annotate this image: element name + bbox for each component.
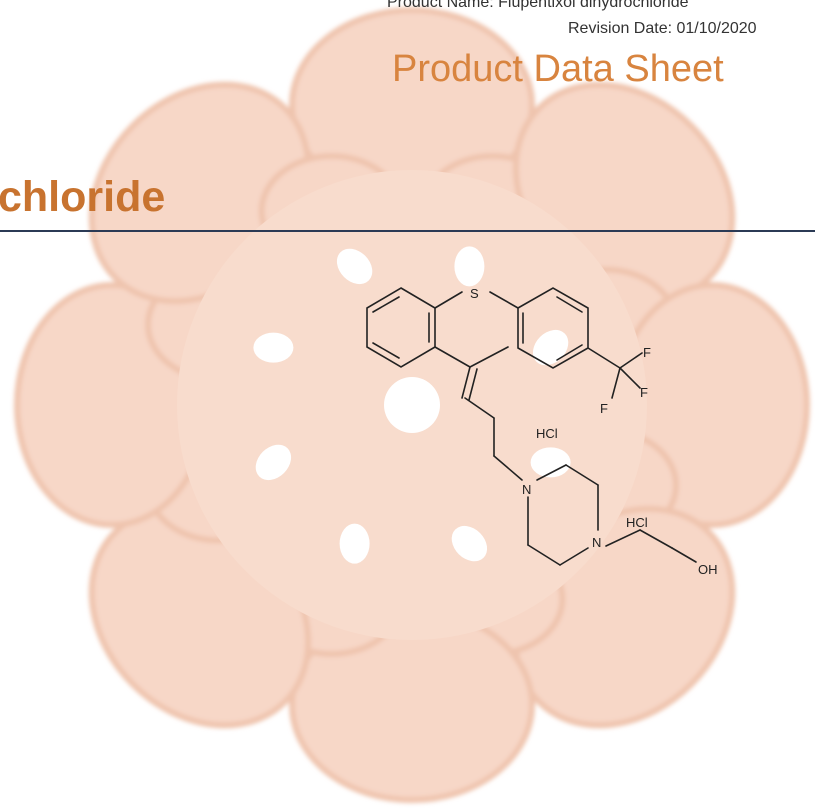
nitrogen-atom-2: N [592,535,601,550]
benzene-ring-right [517,287,589,369]
compound-title: chloride [0,173,166,221]
fluorine-atom-2: F [640,385,648,400]
hcl-salt-1: HCl [536,426,558,441]
product-name-line: Product Name: Flupentixol dihydrochlorid… [387,0,689,11]
revision-date: Revision Date: 01/10/2020 [568,20,757,37]
hydroxyl-group: OH [698,562,718,577]
hcl-salt-2: HCl [626,515,648,530]
benzene-ring-left [366,287,436,368]
sheet-title: Product Data Sheet [392,48,724,90]
title-divider [0,230,815,232]
fluorine-atom-1: F [643,345,651,360]
fluorine-atom-3: F [600,401,608,416]
nitrogen-atom-1: N [522,482,531,497]
sulfur-atom: S [470,286,479,301]
